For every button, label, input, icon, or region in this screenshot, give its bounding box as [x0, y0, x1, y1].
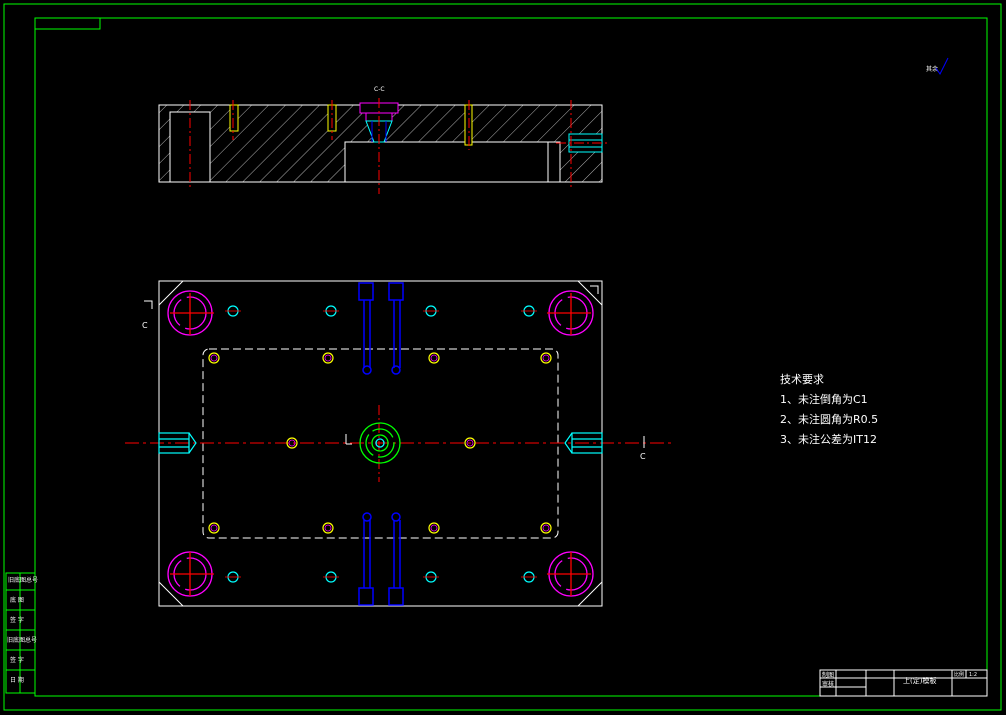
left-side-panel: 旧底图总号 底 图 签 字 旧底图总号 签 字 日 期 [5, 572, 38, 694]
part-name: 上(定)模板 [903, 676, 936, 685]
guide-bushing-top-right [547, 290, 594, 336]
panel-label-3: 签 字 [10, 616, 24, 624]
central-sprue [359, 422, 401, 464]
side-thread-right [564, 432, 603, 454]
top-left-tag-box [34, 17, 101, 30]
panel-label-4: 旧底图总号 [7, 636, 37, 644]
title-block: 制图 审核 上(定)模板 比例 1:2 [819, 669, 988, 697]
title-row-label-2: 审核 [822, 680, 834, 688]
outer-frame [3, 3, 1002, 711]
panel-label-6: 日 期 [10, 676, 24, 684]
section-view: C-C [158, 86, 608, 194]
scale-value: 1:2 [969, 672, 977, 678]
side-thread-left [158, 432, 197, 454]
panel-label-1: 旧底图总号 [8, 576, 38, 584]
cut-label-left: C [142, 321, 148, 330]
scale-label: 比例 [954, 671, 964, 678]
notes-item-3: 3、未注公差为IT12 [780, 432, 877, 446]
guide-bushing-top-left [167, 290, 214, 336]
cut-label-right: C [640, 452, 646, 461]
section-label: C-C [374, 86, 385, 93]
plan-view: C C [125, 280, 672, 607]
notes-item-1: 1、未注倒角为C1 [780, 392, 868, 406]
technical-requirements: 技术要求 1、未注倒角为C1 2、未注圆角为R0.5 3、未注公差为IT12 [780, 373, 878, 446]
inner-frame [34, 17, 988, 697]
svg-text:其余: 其余 [926, 65, 938, 73]
notes-heading: 技术要求 [780, 373, 824, 386]
roughness-symbol: 其余 [926, 57, 949, 75]
guide-bushing-bottom-left [167, 551, 214, 597]
title-row-label-1: 制图 [822, 671, 834, 679]
panel-label-2: 底 图 [10, 596, 24, 604]
guide-bushing-bottom-right [547, 551, 594, 597]
notes-item-2: 2、未注圆角为R0.5 [780, 412, 878, 426]
panel-label-5: 签 字 [10, 656, 24, 664]
